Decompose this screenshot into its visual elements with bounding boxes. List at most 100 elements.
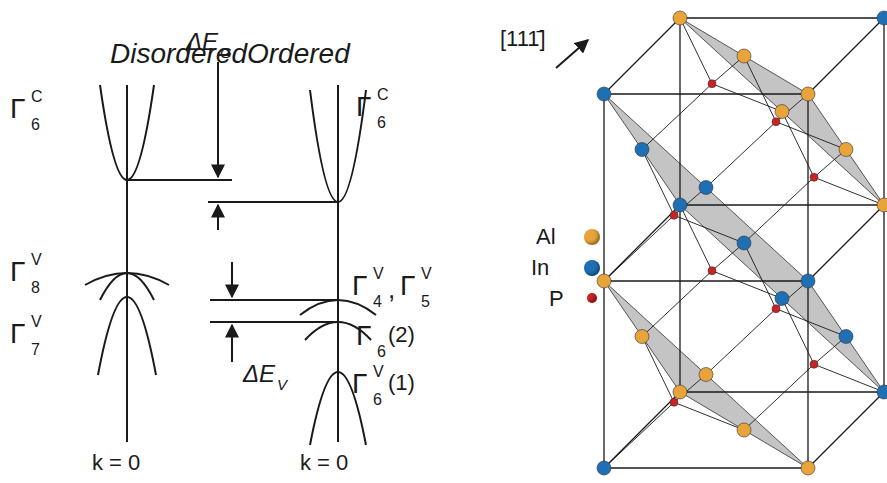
axis-label: k = 0 (92, 452, 140, 474)
separator: , (388, 276, 395, 302)
bond (776, 122, 846, 150)
subscript: 5 (421, 294, 430, 310)
atom (670, 211, 678, 219)
atom (877, 11, 887, 25)
atom (877, 385, 887, 399)
atom (635, 143, 649, 157)
atom (801, 461, 815, 475)
atom (801, 274, 815, 288)
direction-label: [111̄] (500, 28, 546, 50)
superscript: C (377, 87, 389, 103)
state-symbol: Γ (400, 272, 415, 300)
bond (680, 18, 712, 84)
atom (673, 11, 687, 25)
bond (680, 205, 712, 271)
cell-edge (604, 467, 808, 468)
ordering-plane (604, 94, 884, 392)
state-symbol: Γ (352, 370, 367, 398)
state-symbol: Γ (10, 95, 25, 123)
superscript: V (373, 266, 384, 282)
superscript: V (373, 364, 384, 380)
atom (737, 49, 751, 63)
cell-edge (604, 280, 808, 281)
superscript: V (31, 252, 42, 268)
state-symbol: Γ (356, 93, 371, 121)
superscript: V (421, 266, 432, 282)
cell-edge (680, 17, 884, 18)
bond (674, 215, 744, 243)
state-index: (2) (388, 324, 415, 346)
bond (604, 402, 674, 468)
axis-label: k = 0 (300, 452, 348, 474)
atom (699, 181, 713, 195)
state-symbol: Γ (352, 272, 367, 300)
ordering-plane (680, 18, 884, 205)
gap-symbol: ΔE (186, 30, 218, 54)
atom (801, 87, 815, 101)
legend-swatch (587, 293, 597, 303)
atom (839, 143, 853, 157)
bond (642, 271, 712, 337)
cell-edge (680, 391, 884, 392)
cell-edge (808, 392, 884, 468)
superscript: V (31, 314, 42, 330)
subscript: 7 (31, 342, 40, 358)
state-symbol: Γ (10, 320, 25, 348)
subscript: G (220, 45, 232, 60)
bond (782, 299, 814, 365)
atom (810, 173, 818, 181)
cell-edge (808, 205, 884, 281)
bond (712, 271, 782, 299)
atom (772, 305, 780, 313)
subscript: 6 (377, 344, 386, 360)
bond (674, 402, 744, 430)
bond (706, 122, 776, 188)
bond (744, 364, 814, 430)
bond (706, 309, 776, 375)
subscript: V (277, 377, 287, 392)
atom (810, 360, 818, 368)
ordering-plane (604, 281, 808, 468)
cell-edge (604, 93, 808, 94)
atom (708, 267, 716, 275)
bond (814, 177, 884, 205)
atom (775, 292, 789, 306)
legend-text: Al (536, 226, 556, 248)
cell-edge (604, 18, 680, 94)
bond (604, 215, 674, 281)
legend-swatch (584, 260, 600, 276)
bond (744, 56, 776, 122)
bond (642, 150, 674, 216)
subscript: 4 (373, 294, 382, 310)
legend-text: In (531, 257, 549, 279)
atom (737, 236, 751, 250)
bond (642, 337, 674, 403)
bond (776, 309, 846, 337)
legend-swatch (584, 229, 600, 245)
bond (744, 177, 814, 243)
subscript: 6 (377, 115, 386, 131)
state-index: (1) (388, 372, 415, 394)
atom (635, 330, 649, 344)
state-symbol: Γ (356, 322, 371, 350)
bond (782, 112, 814, 178)
atom (597, 274, 611, 288)
atom (775, 105, 789, 119)
cell-edge (604, 392, 680, 468)
subscript: 8 (31, 280, 40, 296)
cell-edge (808, 18, 884, 94)
atom (772, 118, 780, 126)
legend-text: P (549, 288, 564, 310)
cell-edge (604, 205, 680, 281)
subscript: 6 (373, 392, 382, 408)
atom (699, 368, 713, 382)
atom (877, 198, 887, 212)
cell-edge (680, 204, 884, 205)
bond (642, 84, 712, 150)
atom (673, 385, 687, 399)
gap-symbol: ΔE (243, 362, 275, 386)
atom (737, 423, 751, 437)
atom (670, 398, 678, 406)
